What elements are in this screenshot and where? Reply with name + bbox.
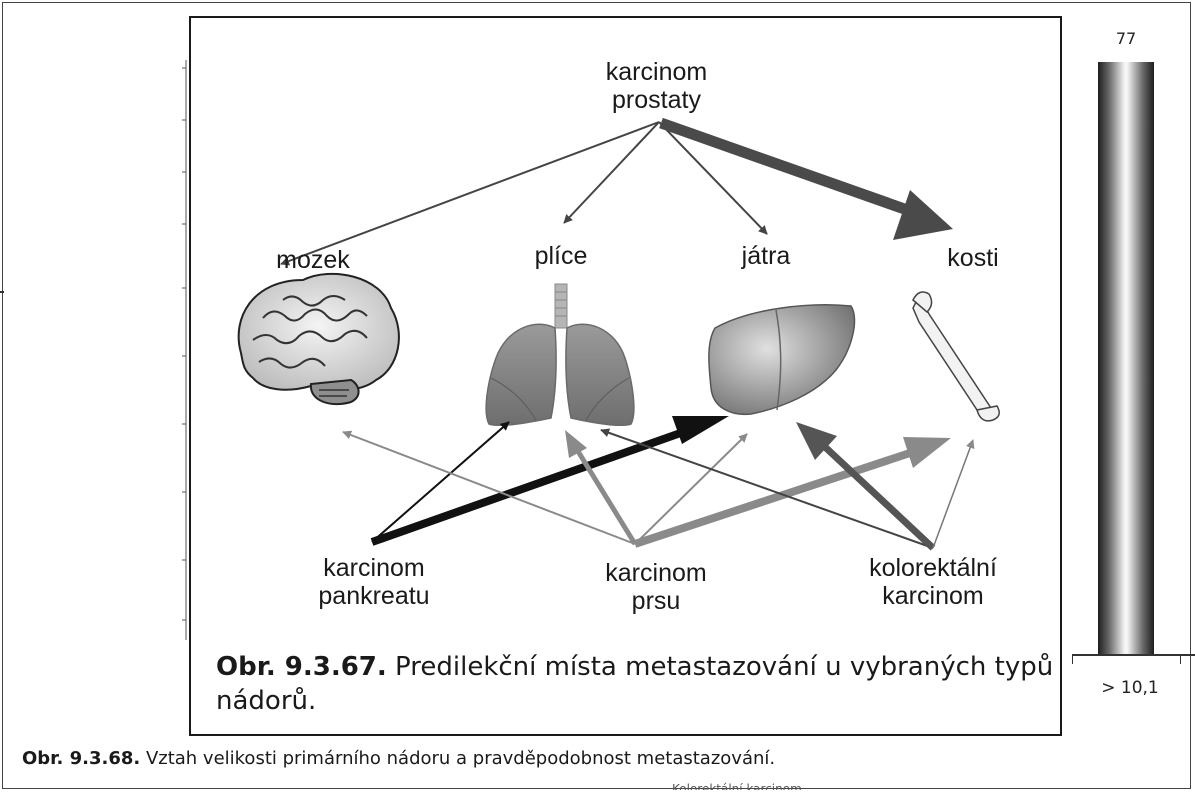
label-lungs: plíce: [534, 242, 588, 270]
arrow-colorectal-liver: [796, 422, 936, 551]
arrow-colorectal-lungs: [600, 428, 934, 549]
clipped-bottom-text: Kolorektální karcinom: [672, 782, 802, 790]
arrow-pancreas-lungs: [371, 421, 510, 543]
figure-caption-9-3-68: Obr. 9.3.68. Vztah velikosti primárního …: [22, 748, 775, 769]
label-bone: kosti: [947, 244, 999, 272]
bar-value-label: 77: [1115, 29, 1137, 48]
caption-number: Obr. 9.3.67.: [216, 652, 387, 682]
label-colorectal-cancer: kolorektální karcinom: [869, 554, 997, 610]
bar-x-axis: [1072, 654, 1195, 656]
label-breast-cancer: karcinom prsu: [605, 559, 707, 615]
brain-illustration: [237, 272, 400, 406]
label-prostate-cancer: karcinom prostaty: [605, 58, 708, 114]
arrow-colorectal-bone: [932, 439, 975, 549]
arrow-pancreas-liver: [370, 416, 729, 546]
label-pancreatic-cancer: karcinom pankreatu: [318, 554, 430, 610]
arrow-prostate-brain: [280, 121, 660, 266]
footer-caption-number: Obr. 9.3.68.: [22, 748, 141, 769]
arrow-prostate-bone: [659, 117, 953, 240]
bone-illustration: [912, 291, 1000, 422]
footer-caption-text: Vztah velikosti primárního nádoru a prav…: [140, 748, 776, 769]
arrow-breast-brain: [342, 430, 636, 545]
diagram-panel: karcinom prostaty mozek plíce játra kost…: [189, 16, 1062, 736]
label-liver: játra: [741, 242, 791, 270]
arrow-breast-lungs: [565, 430, 638, 546]
bar-axis-tick: [1072, 656, 1073, 664]
arrow-breast-bone: [633, 437, 951, 548]
metastasis-diagram: [237, 117, 1000, 551]
arrow-prostate-liver: [658, 121, 768, 235]
arrow-breast-liver: [634, 433, 748, 545]
label-brain: mozek: [276, 246, 350, 274]
background-axis: [0, 60, 187, 640]
bar-axis-tick: [1180, 656, 1181, 664]
liver-illustration: [708, 304, 856, 416]
figure-caption-9-3-67: Obr. 9.3.67. Predilekční místa metastazo…: [216, 650, 1056, 718]
lungs-illustration: [485, 283, 635, 427]
arrow-prostate-lungs: [563, 121, 660, 224]
bar-category-label: > 10,1: [1101, 678, 1159, 698]
bar-column: [1098, 62, 1154, 654]
caption-text: Predilekční místa metastazování u vybran…: [216, 652, 1054, 716]
